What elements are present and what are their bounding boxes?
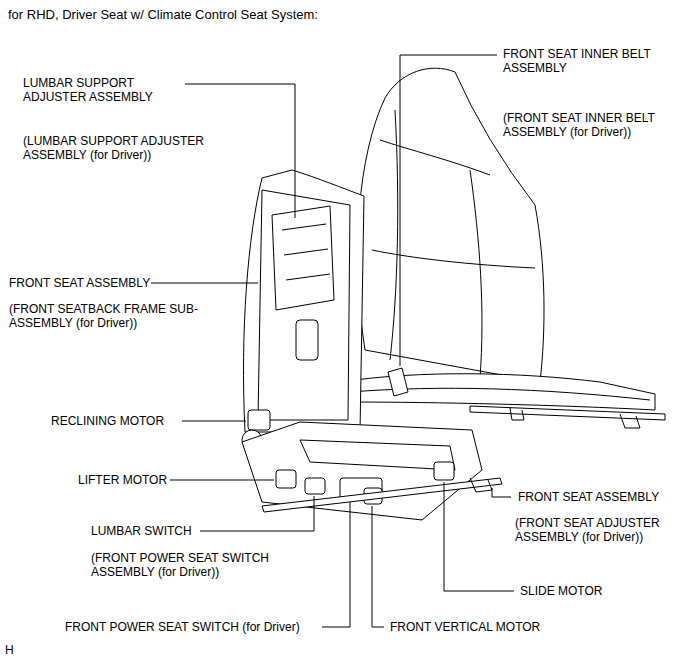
cushion-spring (300, 440, 455, 470)
leader-line (372, 506, 384, 627)
part-label: LUMBAR SUPPORT ADJUSTER ASSEMBLY (22, 76, 184, 104)
leader-line (150, 283, 258, 284)
part-label: FRONT VERTICAL MOTOR (389, 620, 541, 634)
part-note: (FRONT POWER SEAT SWITCH ASSEMBLY (for D… (90, 551, 310, 579)
part-label: FRONT POWER SEAT SWITCH (for Driver) (64, 620, 301, 634)
part-note: (FRONT SEATBACK FRAME SUB-ASSEMBLY (for … (8, 302, 222, 330)
part-note: (LUMBAR SUPPORT ADJUSTER ASSEMBLY (for D… (22, 134, 242, 162)
figure-code: H (4, 643, 15, 657)
part-label: SLIDE MOTOR (519, 584, 603, 598)
part-label: FRONT SEAT ASSEMBLY (8, 276, 151, 290)
lumbar-wire (272, 206, 334, 310)
part-label: FRONT SEAT ASSEMBLY (517, 490, 660, 504)
seatback-frame-inner (258, 190, 350, 420)
part-note: (FRONT SEAT INNER BELT ASSEMBLY (for Dri… (502, 111, 686, 139)
leader-line (444, 482, 514, 591)
slide-motor (434, 462, 454, 480)
seat-foot (470, 478, 492, 492)
lifter-motor (276, 470, 296, 488)
part-label: FRONT SEAT INNER BELT ASSEMBLY (502, 47, 686, 75)
leader-line (200, 496, 314, 531)
part-note: (FRONT SEAT ADJUSTER ASSEMBLY (for Drive… (514, 516, 686, 544)
seat-seam (390, 110, 398, 360)
seat-cushion (340, 374, 655, 410)
leader-line (182, 421, 246, 422)
seat-rail (262, 478, 502, 512)
leader-line (400, 55, 497, 366)
seatback-frame (244, 170, 364, 432)
seat-foot (510, 408, 524, 420)
lumbar-switch (305, 478, 325, 494)
leader-line (322, 502, 350, 627)
part-label: LUMBAR SWITCH (90, 524, 193, 538)
lumbar-wire (282, 224, 330, 280)
reclining-motor (248, 410, 270, 430)
part-label: LIFTER MOTOR (77, 473, 168, 487)
seat-seam (470, 170, 482, 378)
part-label: RECLINING MOTOR (50, 414, 165, 428)
belt-buckle (388, 368, 408, 396)
lumbar-motor (296, 320, 318, 360)
diagram-title: for RHD, Driver Seat w/ Climate Control … (8, 7, 318, 22)
seat-rail (470, 406, 665, 420)
leader-line (170, 480, 274, 481)
seat-foot (620, 414, 640, 428)
leader-line (492, 488, 511, 497)
